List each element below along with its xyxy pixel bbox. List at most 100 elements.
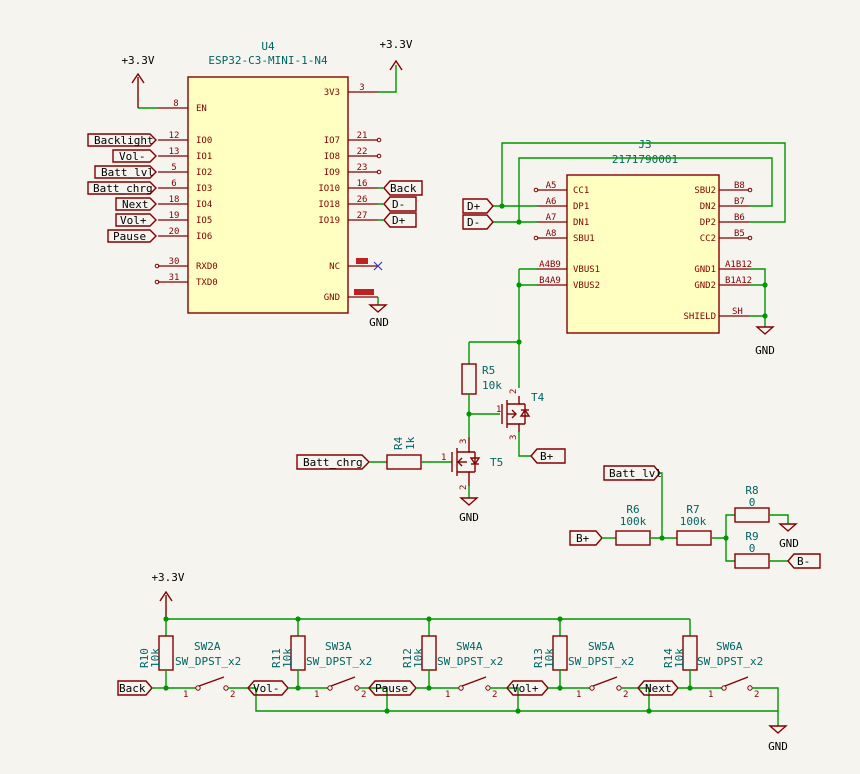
j3-pin-number: B6: [734, 213, 745, 223]
label-backlight-shape: [87, 133, 157, 147]
r13-value: 10k: [543, 648, 556, 668]
label-pause: Pause: [113, 230, 146, 243]
u4-pin-name: RXD0: [196, 262, 218, 272]
u4-pin-number: 23: [357, 163, 368, 173]
label-next: Next: [122, 198, 149, 211]
sw-pin: 2: [492, 690, 497, 700]
t4-pin: 1: [496, 405, 501, 415]
u4-pin-name: IO9: [324, 168, 340, 178]
sw-pin: 1: [445, 690, 450, 700]
j3-pin-name: SBU1: [573, 234, 595, 244]
j3-pin-name: SBU2: [694, 186, 716, 196]
j3-pin-number: B8: [734, 181, 745, 191]
j3-pin-number: A4B9: [539, 260, 561, 270]
gnd-label: GND: [768, 740, 788, 753]
r11-value: 10k: [281, 648, 294, 668]
u4-symbol[interactable]: U4 ESP32-C3-MINI-1-N4 EN IO0 IO1 IO2 IO3…: [154, 40, 383, 314]
j3-symbol[interactable]: J3 2171790001 CC1 DP1 DN1 SBU1 VBUS1 VBU…: [533, 138, 753, 334]
u4-pin-name: IO2: [196, 168, 212, 178]
j3-pin-number: B4A9: [539, 276, 561, 286]
label-usb-d-plus: D+: [467, 200, 481, 213]
j3-pin-number: A1B12: [725, 260, 752, 270]
j3-pin-number: B5: [734, 229, 745, 239]
label-bplus-div: B+: [576, 532, 590, 545]
u4-pin-name: IO0: [196, 136, 212, 146]
u4-pin-name: IO8: [324, 152, 340, 162]
t5-pin: 3: [459, 439, 469, 444]
u4-pin-number: 31: [169, 273, 180, 283]
button-unit-vol-plus[interactable]: R13 10k SW5A SW_DPST_x2 Vol+ 1 2: [506, 635, 650, 711]
u4-pin-number: 19: [169, 211, 180, 221]
label-batt-chrg: Batt_chrg: [93, 182, 153, 195]
gnd-label: GND: [779, 537, 799, 550]
r12-value: 10k: [412, 648, 425, 668]
t5-transistor[interactable]: T5 1 3 2: [441, 437, 503, 490]
r6-body[interactable]: [615, 530, 651, 546]
r6-value: 100k: [620, 515, 647, 528]
u4-pin-number-highlight: [356, 258, 368, 264]
t5-pin: 2: [459, 485, 469, 490]
j3-pin-name: CC2: [700, 234, 716, 244]
label-bminus: B-: [797, 555, 810, 568]
power-label: +3.3V: [379, 38, 412, 51]
r9-body[interactable]: [734, 553, 770, 569]
label-batt-lvl: Batt_lvl: [101, 166, 154, 179]
u4-pin-number: 27: [357, 211, 368, 221]
j3-pin-name: DP1: [573, 202, 589, 212]
label-bplus-charge: B+: [540, 450, 554, 463]
j3-pin-name: VBUS1: [573, 265, 600, 275]
power-3v3-u4: +3.3V: [378, 38, 413, 93]
u4-pin-number: 30: [169, 257, 180, 267]
r11-ref: R11: [270, 648, 283, 668]
j3-ref: J3: [638, 138, 651, 151]
r14-value: 10k: [673, 648, 686, 668]
u4-left-labels: Backlight Vol- Batt_lvl Batt_chrg Next V…: [87, 133, 157, 243]
r5-body[interactable]: [461, 363, 477, 395]
r4-value: 1k: [404, 436, 417, 450]
u4-pin-number: 12: [169, 131, 180, 141]
r10-ref: R10: [138, 648, 151, 668]
button-unit-vol-minus[interactable]: R11 10k SW3A SW_DPST_x2 Vol- 1 2: [247, 635, 388, 711]
gnd-label: GND: [459, 511, 479, 524]
t4-transistor[interactable]: T4 1 2 3: [496, 389, 545, 440]
j3-pin-number: SH: [732, 307, 743, 317]
u4-pin-number: 3: [359, 83, 364, 93]
sw-pin: 2: [361, 690, 366, 700]
t4-pin: 3: [509, 435, 519, 440]
u4-value: ESP32-C3-MINI-1-N4: [208, 54, 328, 67]
label-vol-minus: Vol-: [119, 150, 146, 163]
label-batt-lvl-div: Batt_lvl: [609, 467, 662, 480]
r6-ref: R6: [626, 503, 639, 516]
sw3a-ref: SW3A: [325, 640, 352, 653]
u4-pin-number: 16: [357, 179, 368, 189]
label-btn-back: Back: [119, 682, 146, 695]
j3-pin-number: B1A12: [725, 276, 752, 286]
button-unit-next[interactable]: R14 10k SW6A SW_DPST_x2 Next 1 2: [637, 635, 779, 711]
label-vol-plus: Vol+: [120, 214, 147, 227]
sw-pin: 2: [623, 690, 628, 700]
divider-circuit: Batt_lvl B+ R6 100k R7 100k R8 0 R9 0 GN…: [569, 465, 821, 569]
r8-value: 0: [749, 496, 756, 509]
r4-body[interactable]: [386, 454, 422, 470]
r12-ref: R12: [401, 648, 414, 668]
u4-pin-name: 3V3: [324, 88, 340, 98]
j3-pin-name: GND1: [694, 265, 716, 275]
button-unit-back[interactable]: R10 10k SW2A SW_DPST_x2 Back 1 2: [117, 635, 256, 700]
j3-pin-number: A8: [546, 229, 557, 239]
sw4a-ref: SW4A: [456, 640, 483, 653]
u4-ref: U4: [261, 40, 275, 53]
u4-pin-number: 20: [169, 227, 180, 237]
u4-pin-number: 6: [171, 179, 176, 189]
sw-pin: 1: [576, 690, 581, 700]
r7-body[interactable]: [676, 530, 712, 546]
r8-body[interactable]: [734, 507, 770, 523]
gnd-label: GND: [369, 316, 389, 329]
label-backlight: Backlight: [94, 134, 154, 147]
charge-circuit: R5 10k T4 1 2 3 B+ Batt_chrg R4: [296, 268, 566, 524]
u4-pin-name: IO3: [196, 184, 212, 194]
button-unit-pause[interactable]: R12 10k SW4A SW_DPST_x2 Pause 1 2: [368, 635, 519, 711]
j3-pin-name: GND2: [694, 281, 716, 291]
r9-value: 0: [749, 542, 756, 555]
u4-pin-number: 21: [357, 131, 368, 141]
j3-pin-name: SHIELD: [683, 312, 716, 322]
